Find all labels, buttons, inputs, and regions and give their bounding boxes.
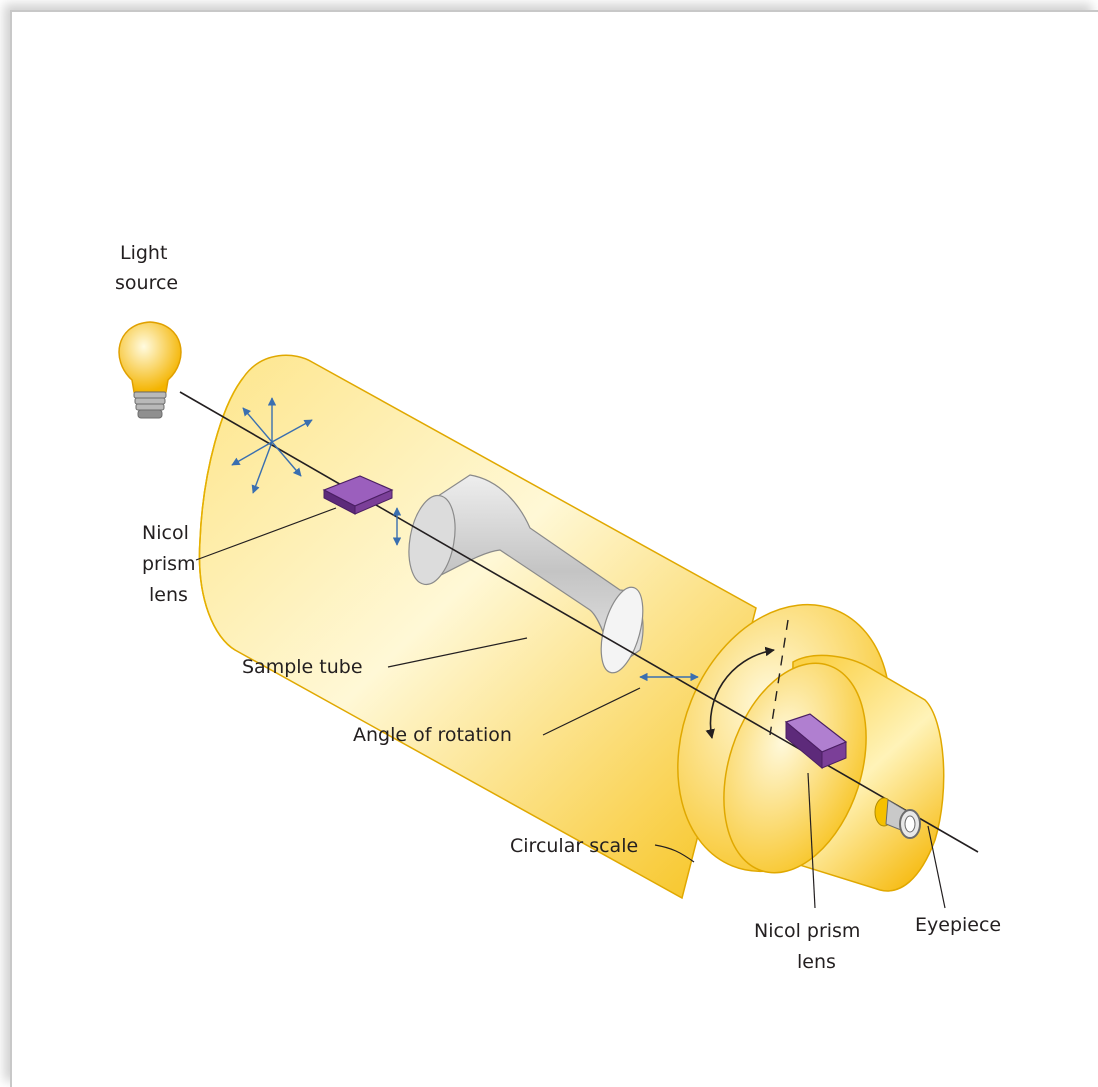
nicol-prism-1-label-line2: prism [142,553,196,575]
nicol-prism-2-label-line2: lens [797,951,836,973]
angle-of-rotation-label: Angle of rotation [353,724,512,746]
light-source-label-line1: Light [120,242,167,264]
nicol-prism-1-label-line1: Nicol [142,522,189,544]
eyepiece-label: Eyepiece [915,914,1001,936]
sample-tube-label: Sample tube [242,656,363,678]
circular-scale-label: Circular scale [510,835,638,857]
nicol-prism-2-label-line1: Nicol prism [754,920,860,942]
nicol-prism-1-label-line3: lens [149,584,188,606]
light-bulb-icon [119,322,181,418]
light-source-label-line2: source [115,272,178,294]
